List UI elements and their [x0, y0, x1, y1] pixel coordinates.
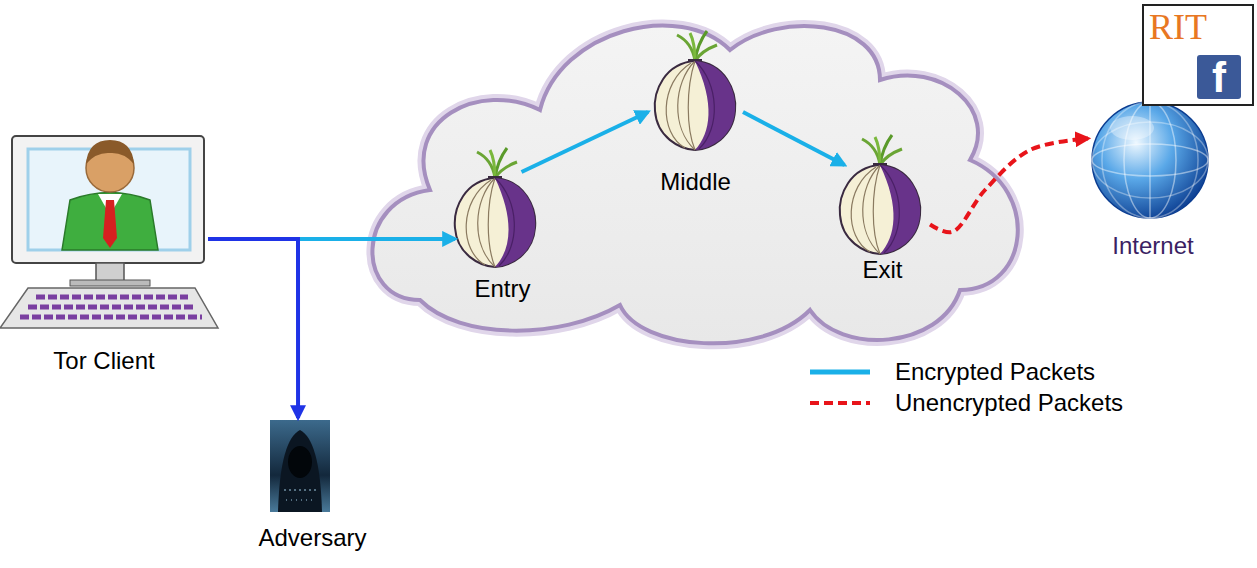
internet-node: Internet [1088, 100, 1218, 260]
node-label: Adversary [258, 524, 366, 552]
adversary-icon [286, 500, 314, 501]
packet-arrow [208, 237, 455, 241]
computer-icon [36, 295, 188, 300]
globe-icon [1092, 102, 1208, 218]
node-label: Internet [1112, 232, 1193, 260]
node-label: Exit [862, 256, 902, 284]
tor-cloud [372, 26, 1017, 344]
logo-box [1143, 5, 1253, 105]
globe-icon [1102, 102, 1198, 218]
legend-text: Encrypted Packets [895, 358, 1095, 386]
adversary-icon [278, 430, 322, 512]
computer-icon [70, 280, 150, 286]
globe-icon [1110, 116, 1154, 140]
packet-arrow [522, 112, 649, 172]
computer-icon [103, 200, 117, 248]
adversary-icon [270, 420, 330, 512]
onion-router [840, 135, 920, 254]
globe-icon [1149, 102, 1151, 218]
relay-node: Entry [455, 172, 550, 303]
packet-arrow [208, 239, 298, 418]
adversary-node: Adversary [245, 418, 380, 552]
client-node: Tor Client [0, 130, 208, 375]
onion-router [655, 31, 735, 150]
logo-box [1143, 5, 1253, 105]
legend-sample [810, 372, 870, 403]
adversary-icon [270, 420, 330, 512]
computer-icon [20, 315, 202, 320]
computer-icon [0, 288, 218, 328]
globe-icon [1092, 144, 1208, 176]
legend-text: Unencrypted Packets [895, 389, 1123, 417]
relay-node: Exit [835, 165, 930, 284]
computer-icon [28, 305, 195, 310]
legend-sample [810, 370, 870, 375]
legend-sample [810, 401, 870, 405]
packet-arrow [930, 138, 1088, 232]
node-label: Tor Client [53, 347, 154, 375]
logo-letter: f [1197, 55, 1241, 101]
onion-router [455, 148, 535, 267]
tor-cloud [372, 26, 1017, 344]
legend-item: Unencrypted Packets [895, 389, 1123, 417]
computer-icon [62, 193, 158, 251]
computer-icon [86, 140, 134, 164]
globe-icon [1092, 102, 1208, 218]
packet-arrow [743, 112, 845, 165]
computer-icon [96, 263, 124, 281]
relay-node: Middle [648, 62, 743, 196]
node-label: Middle [660, 168, 731, 196]
onion-router [455, 31, 920, 267]
node-label: Entry [474, 275, 530, 303]
legend-item: Encrypted Packets [895, 358, 1095, 386]
tor-cloud [372, 26, 1017, 344]
adversary-icon [284, 490, 316, 491]
adversary-icon [288, 446, 312, 478]
logo-text: RIT [1149, 8, 1249, 48]
computer-icon [0, 136, 218, 328]
computer-icon [12, 136, 204, 263]
